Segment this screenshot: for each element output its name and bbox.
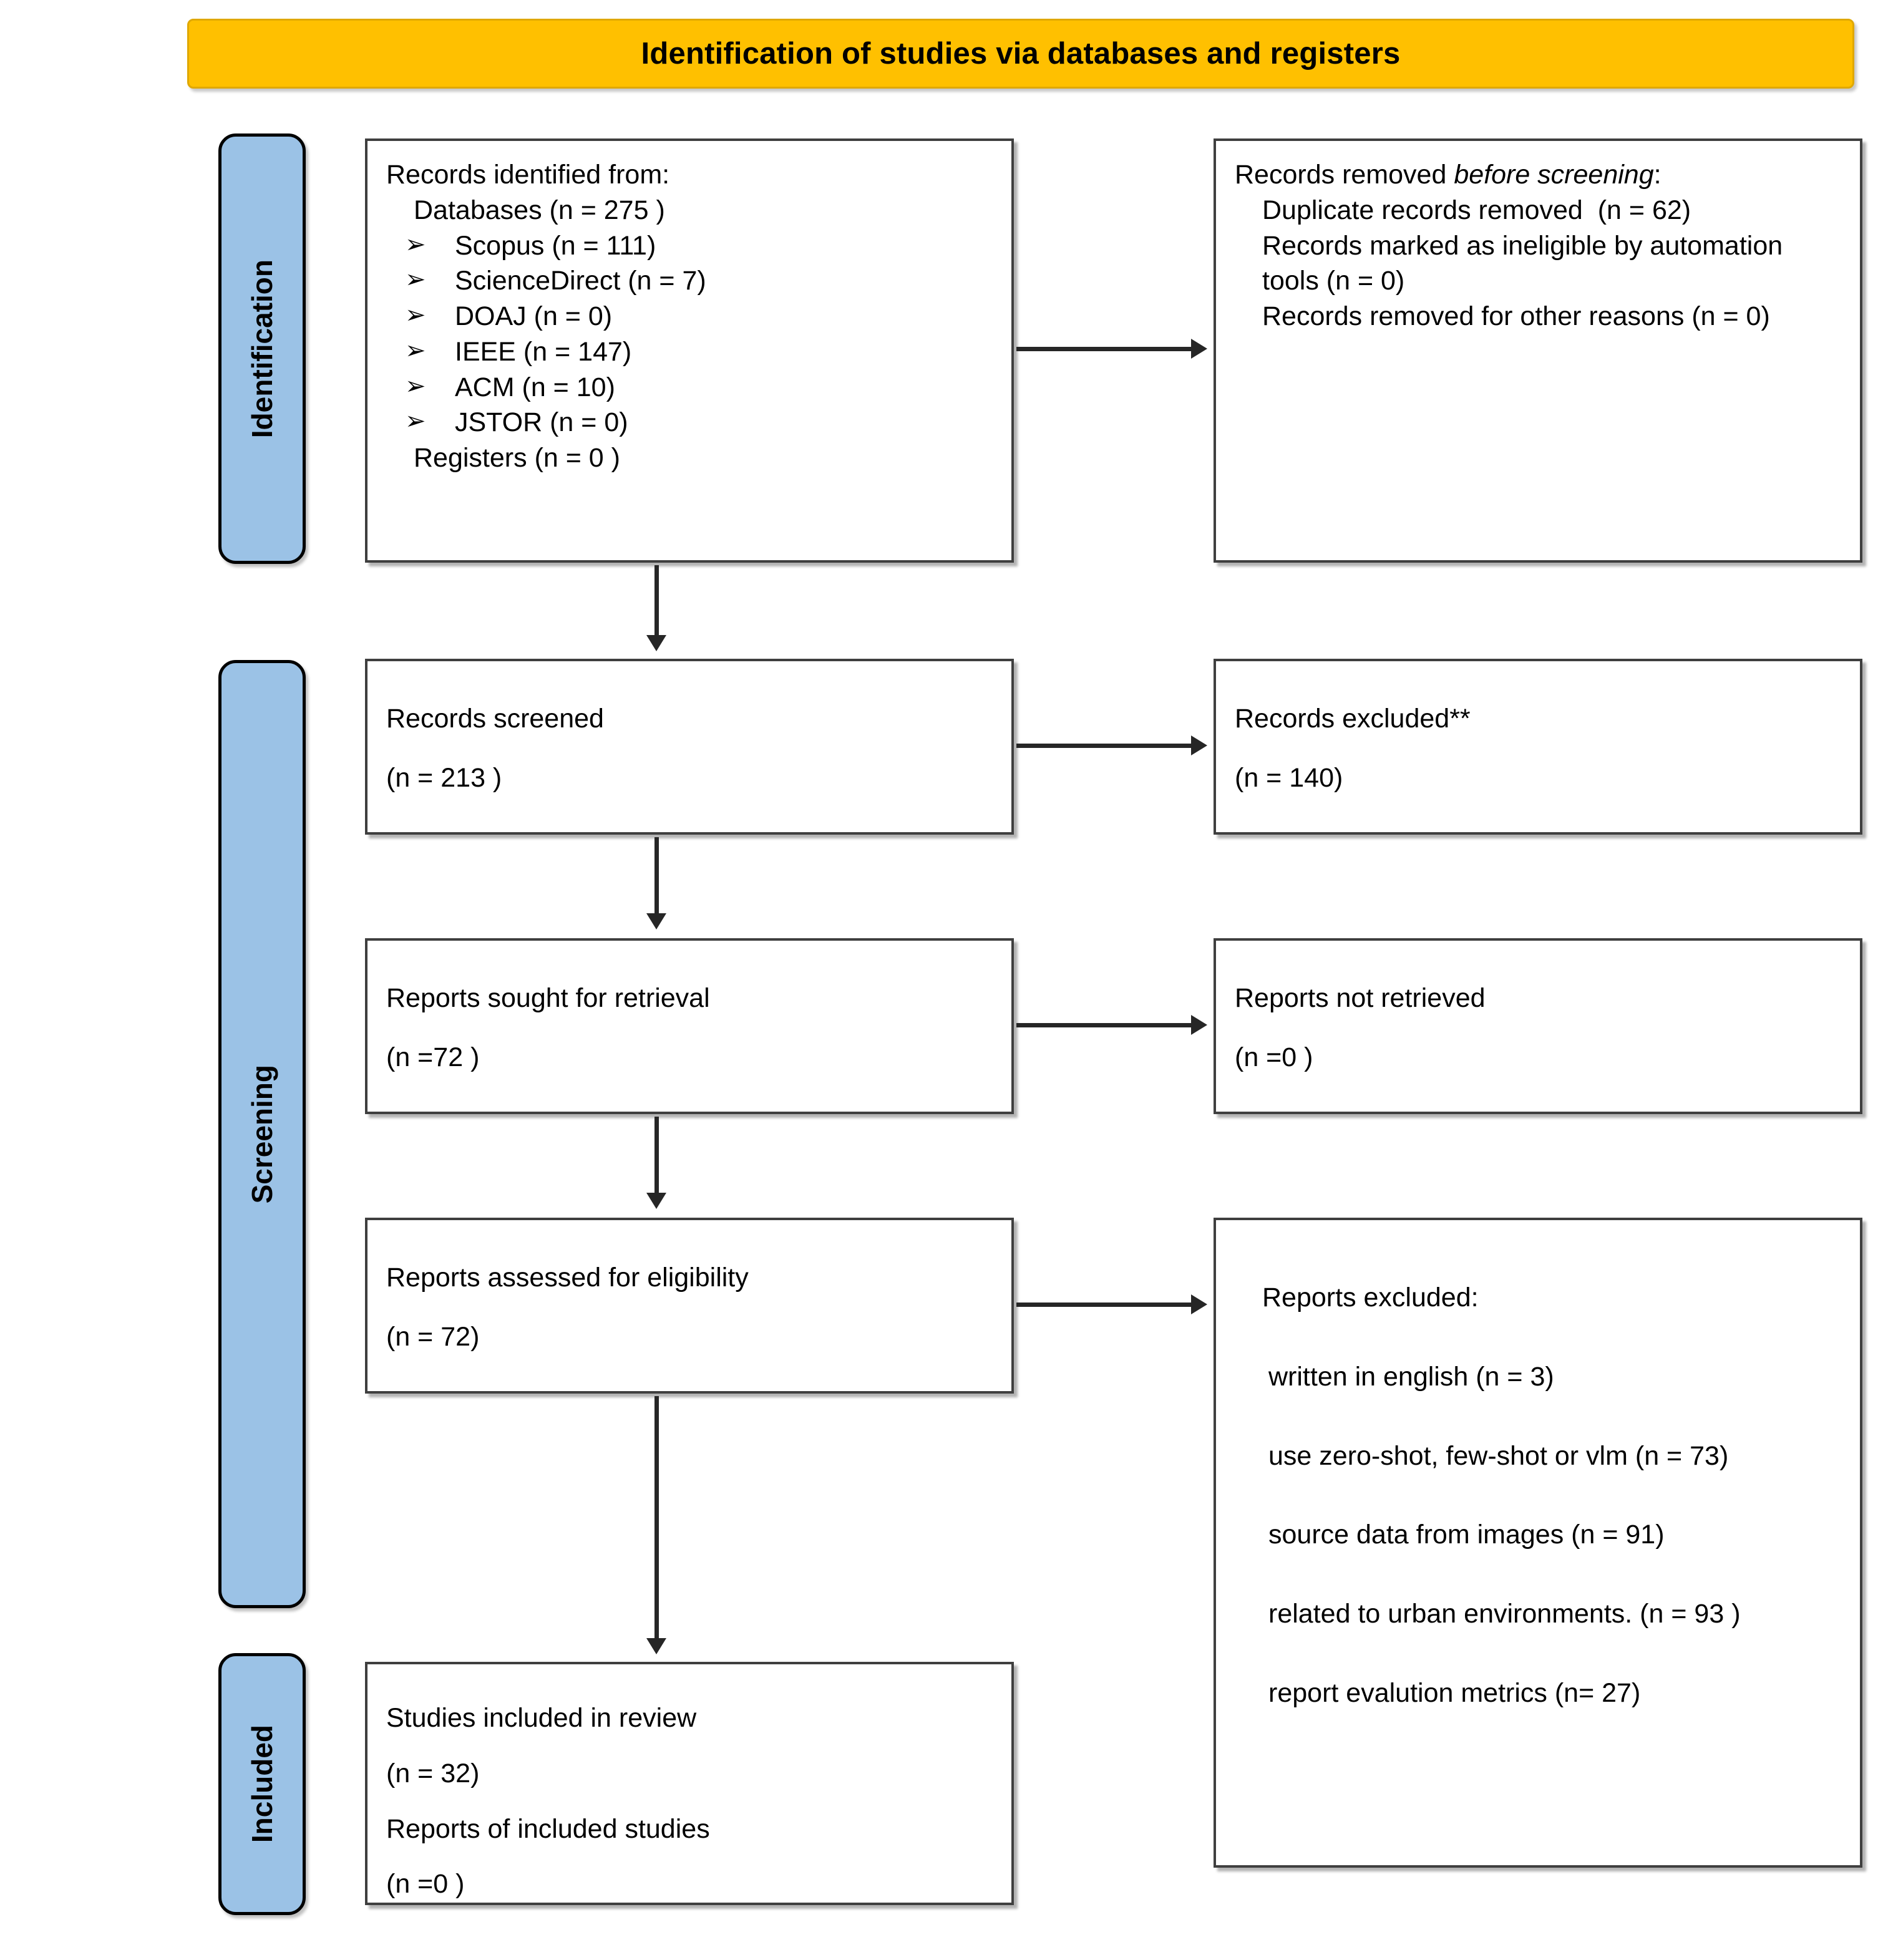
studies-included-label: Studies included in review xyxy=(386,1703,697,1733)
records-removed-heading-prefix: Records removed xyxy=(1235,160,1454,190)
records-excluded-count: (n = 140) xyxy=(1235,762,1343,793)
arrow-down-icon xyxy=(646,1638,666,1654)
list-item: ➢ JSTOR (n = 0) xyxy=(386,405,993,440)
records-identified-heading: Records identified from: xyxy=(386,160,670,190)
reports-excluded-reason-metrics: report evalution metrics (n= 27) xyxy=(1268,1677,1641,1708)
connector-identified-to-removed xyxy=(1016,347,1196,351)
list-item: ➢ ScienceDirect (n = 7) xyxy=(386,263,993,299)
source-acm: ACM (n = 10) xyxy=(455,372,615,402)
box-reports-not-retrieved: Reports not retrieved (n =0 ) xyxy=(1214,938,1862,1114)
arrow-right-icon xyxy=(1191,1015,1207,1035)
connector-screened-to-excluded xyxy=(1016,744,1196,748)
phase-rail-screening: Screening xyxy=(218,660,306,1608)
connector-screened-to-sought xyxy=(654,837,659,917)
list-item: ➢ ACM (n = 10) xyxy=(386,370,993,405)
connector-assessed-to-reports-excluded xyxy=(1016,1303,1196,1307)
records-removed-other: Records removed for other reasons (n = 0… xyxy=(1262,301,1770,331)
arrow-bullet-icon: ➢ xyxy=(405,407,426,435)
reports-excluded-reason-urban: related to urban environments. (n = 93 ) xyxy=(1268,1599,1741,1629)
source-ieee: IEEE (n = 147) xyxy=(455,336,632,367)
arrow-down-icon xyxy=(646,913,666,929)
source-sciencedirect: ScienceDirect (n = 7) xyxy=(455,266,706,296)
source-doaj: DOAJ (n = 0) xyxy=(455,301,613,331)
reports-assessed-label: Reports assessed for eligibility xyxy=(386,1263,749,1293)
studies-included-count: (n = 32) xyxy=(386,1758,480,1788)
records-removed-heading-suffix: : xyxy=(1653,160,1661,190)
source-scopus: Scopus (n = 111) xyxy=(455,230,656,261)
box-reports-excluded: Reports excluded: written in english (n … xyxy=(1214,1218,1862,1868)
box-reports-sought-for-retrieval: Reports sought for retrieval (n =72 ) xyxy=(365,938,1014,1114)
records-screened-label: Records screened xyxy=(386,704,604,734)
connector-sought-to-assessed xyxy=(654,1117,659,1196)
records-removed-duplicates: Duplicate records removed (n = 62) xyxy=(1262,195,1691,225)
reports-excluded-heading: Reports excluded: xyxy=(1262,1283,1479,1312)
arrow-down-icon xyxy=(646,1193,666,1209)
box-records-screened: Records screened (n = 213 ) xyxy=(365,659,1014,835)
arrow-bullet-icon: ➢ xyxy=(405,301,426,329)
arrow-down-icon xyxy=(646,635,666,651)
records-screened-count: (n = 213 ) xyxy=(386,762,502,793)
box-records-identified: Records identified from: Databases (n = … xyxy=(365,138,1014,563)
list-item: ➢ IEEE (n = 147) xyxy=(386,334,993,370)
reports-sought-label: Reports sought for retrieval xyxy=(386,983,710,1013)
records-identified-registers: Registers (n = 0 ) xyxy=(414,443,620,473)
records-removed-ineligible: Records marked as ineligible by automati… xyxy=(1262,230,1791,296)
records-removed-heading-italic: before screening xyxy=(1454,160,1654,190)
phase-rail-label-identification: Identification xyxy=(246,259,278,439)
connector-identified-to-screened xyxy=(654,565,659,639)
box-records-removed-before-screening: Records removed before screening: Duplic… xyxy=(1214,138,1862,563)
phase-rail-identification: Identification xyxy=(218,133,306,564)
reports-included-count: (n =0 ) xyxy=(386,1869,465,1899)
records-identified-databases: Databases (n = 275 ) xyxy=(414,195,665,225)
banner-title: Identification of studies via databases … xyxy=(641,37,1401,70)
connector-assessed-to-included xyxy=(654,1396,659,1642)
list-item: ➢ DOAJ (n = 0) xyxy=(386,299,993,334)
connector-sought-to-not-retrieved xyxy=(1016,1023,1196,1027)
arrow-right-icon xyxy=(1191,339,1207,359)
phase-rail-label-included: Included xyxy=(246,1725,278,1843)
records-excluded-label: Records excluded** xyxy=(1235,704,1471,734)
records-removed-heading: Records removed before screening: xyxy=(1235,157,1841,193)
reports-sought-count: (n =72 ) xyxy=(386,1042,480,1072)
header-banner: Identification of studies via databases … xyxy=(187,19,1854,89)
source-jstor: JSTOR (n = 0) xyxy=(455,407,628,438)
reports-excluded-reason-source-images: source data from images (n = 91) xyxy=(1268,1520,1665,1550)
phase-rail-label-screening: Screening xyxy=(246,1064,278,1204)
arrow-right-icon xyxy=(1191,1294,1207,1314)
reports-not-retrieved-label: Reports not retrieved xyxy=(1235,983,1486,1013)
list-item: ➢ Scopus (n = 111) xyxy=(386,228,993,264)
box-studies-included-in-review: Studies included in review (n = 32) Repo… xyxy=(365,1662,1014,1905)
reports-excluded-reason-shot-vlm: use zero-shot, few-shot or vlm (n = 73) xyxy=(1268,1440,1729,1471)
arrow-bullet-icon: ➢ xyxy=(405,372,426,400)
arrow-bullet-icon: ➢ xyxy=(405,230,426,258)
box-reports-assessed-for-eligibility: Reports assessed for eligibility (n = 72… xyxy=(365,1218,1014,1394)
reports-included-label: Reports of included studies xyxy=(386,1813,710,1844)
reports-not-retrieved-count: (n =0 ) xyxy=(1235,1042,1313,1072)
phase-rail-included: Included xyxy=(218,1653,306,1915)
arrow-right-icon xyxy=(1191,735,1207,755)
reports-assessed-count: (n = 72) xyxy=(386,1321,480,1352)
arrow-bullet-icon: ➢ xyxy=(405,266,426,294)
reports-excluded-reason-english: written in english (n = 3) xyxy=(1268,1361,1554,1392)
box-records-excluded: Records excluded** (n = 140) xyxy=(1214,659,1862,835)
arrow-bullet-icon: ➢ xyxy=(405,336,426,364)
